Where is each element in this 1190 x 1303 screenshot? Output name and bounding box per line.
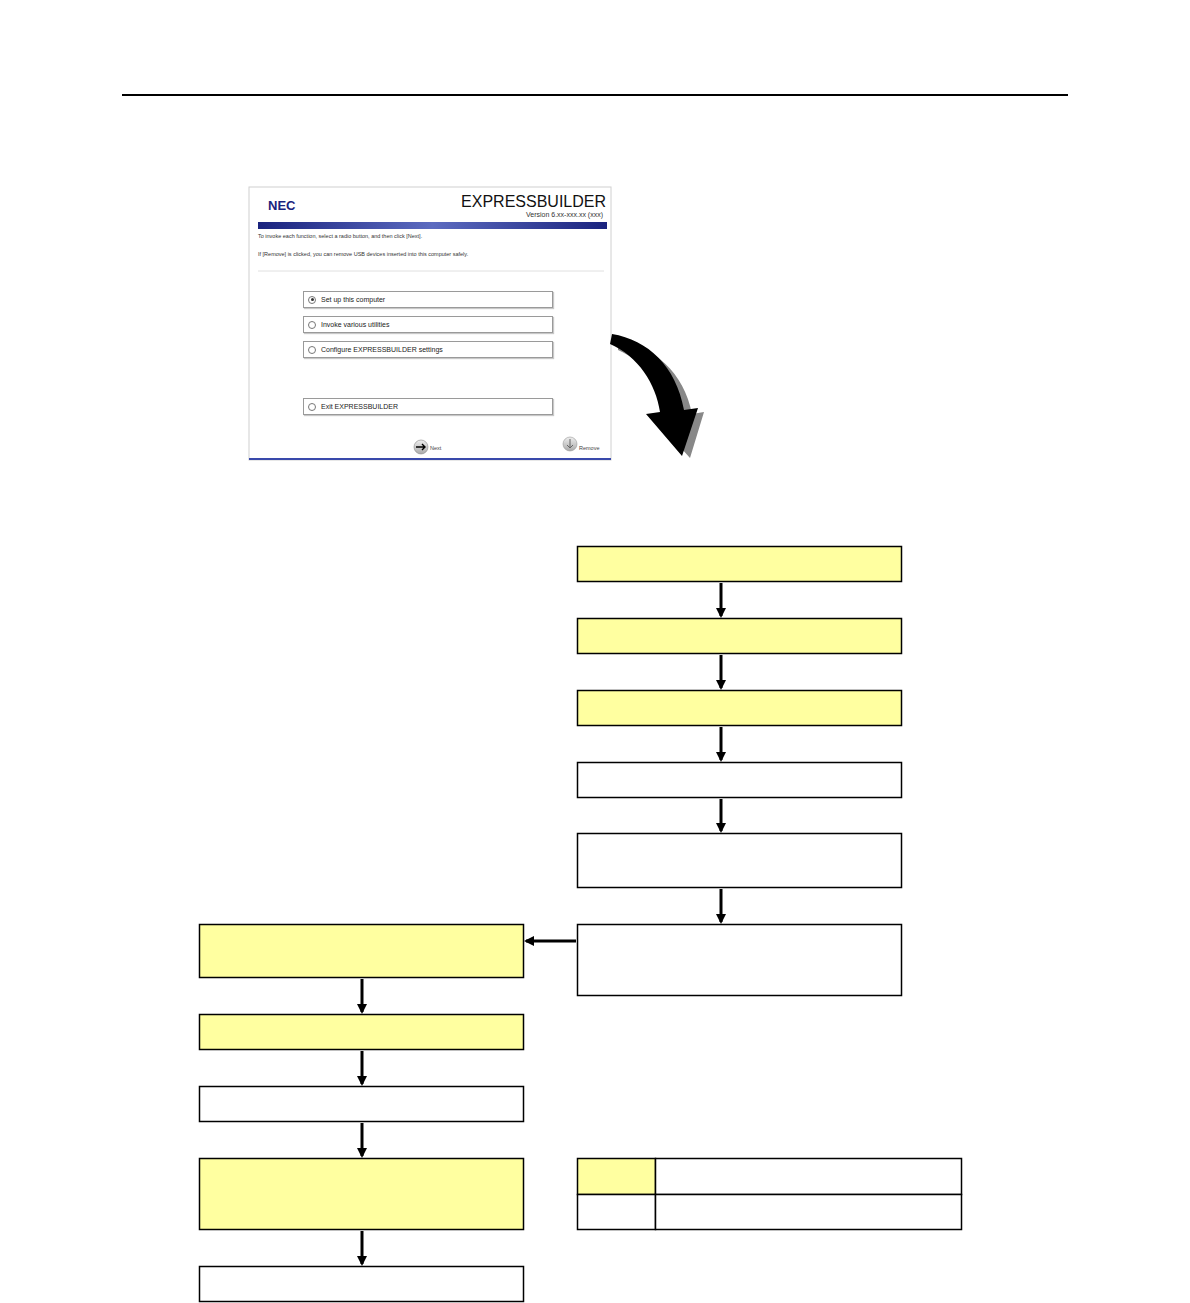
radio-button [308, 296, 316, 304]
curved-arrow [610, 334, 704, 458]
button-label: Remove [579, 445, 599, 451]
version-text: Version 6.xx-xxx.xx (xxx) [526, 211, 603, 219]
radio-option: Exit EXPRESSBUILDER [303, 398, 553, 415]
radio-button [308, 403, 316, 411]
flowchart [200, 547, 962, 1302]
radio-button [308, 346, 316, 354]
product-title: EXPRESSBUILDER [461, 193, 606, 211]
radio-option: Set up this computer [303, 291, 553, 308]
option-text: Configure EXPRESSBUILDER settings [321, 346, 443, 353]
instruction-text: To invoke each function, select a radio … [258, 233, 422, 239]
option-text: Invoke various utilities [321, 321, 389, 328]
radio-option: Invoke various utilities [303, 316, 553, 333]
flow-arrows [362, 583, 721, 1264]
radio-option: Configure EXPRESSBUILDER settings [303, 341, 553, 358]
instruction-text: If [Remove] is clicked, you can remove U… [258, 251, 468, 257]
option-text: Exit EXPRESSBUILDER [321, 403, 398, 410]
header-rule [122, 94, 1068, 96]
brand-logo: NEC [268, 199, 295, 214]
option-text: Set up this computer [321, 296, 385, 303]
radio-button [308, 321, 316, 329]
button-label: Next [430, 445, 441, 451]
screenshot [249, 187, 611, 460]
